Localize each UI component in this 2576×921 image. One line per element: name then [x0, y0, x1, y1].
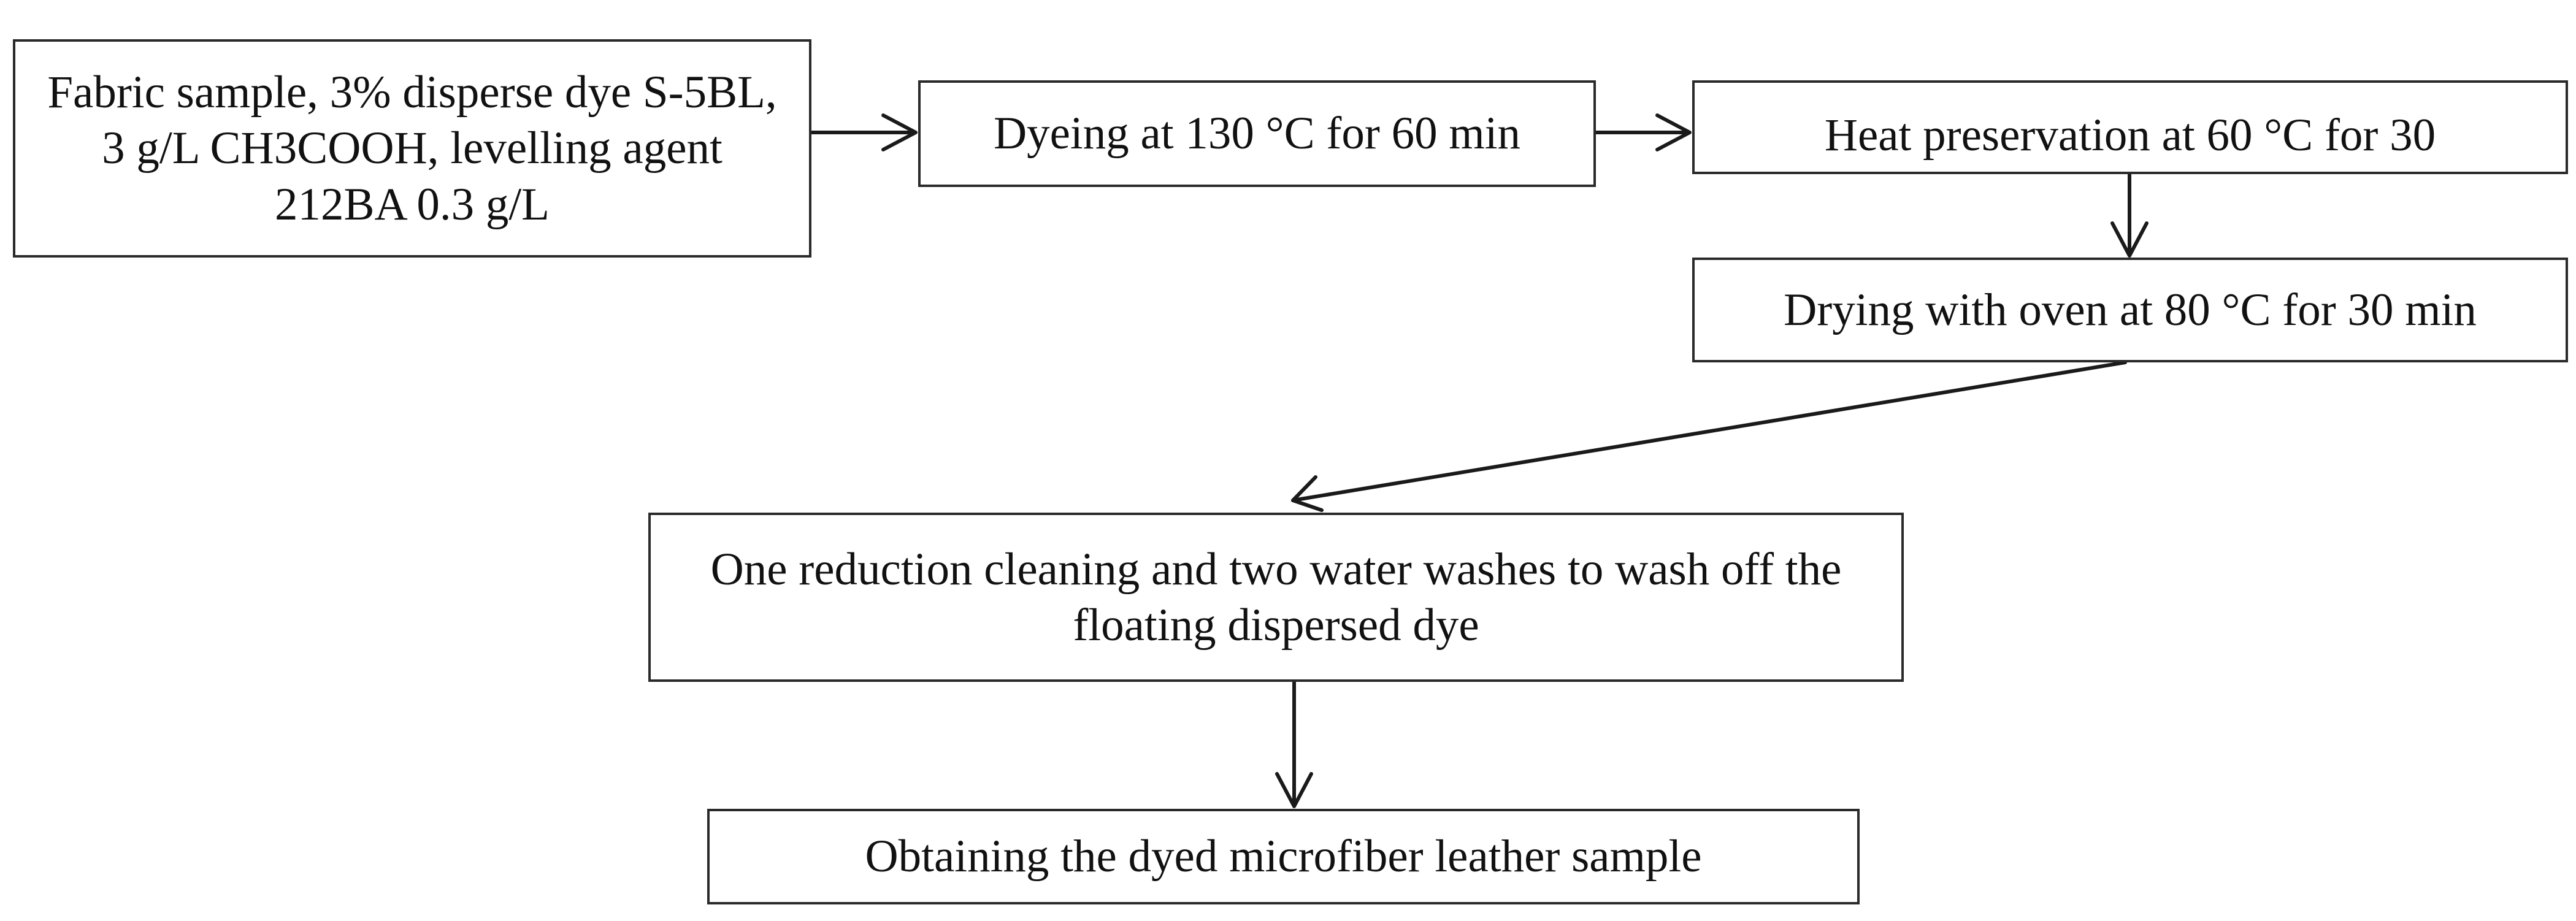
arrowhead-heat-to-drying	[2110, 221, 2149, 258]
arrowhead-drying-to-cleaning	[1291, 475, 1324, 512]
dyeing-step-label: Dyeing at 130 °C for 60 min	[993, 108, 1521, 159]
reduction-cleaning-step-label: One reduction cleaning and two water was…	[710, 543, 1842, 651]
arrow-drying-to-cleaning	[1291, 361, 2127, 502]
arrowhead-cleaning-to-obtain	[1275, 772, 1313, 808]
final-sample-label: Obtaining the dyed microfiber leather sa…	[865, 831, 1702, 882]
heat-preservation-step-box: Heat preservation at 60 °C for 30	[1692, 80, 2568, 174]
dyeing-step-box: Dyeing at 130 °C for 60 min	[918, 80, 1596, 187]
arrowhead-input-to-dyeing	[881, 113, 918, 151]
input-materials-label: Fabric sample, 3% disperse dye S-5BL, 3 …	[47, 66, 777, 230]
heat-preservation-step-label: Heat preservation at 60 °C for 30	[1824, 110, 2436, 161]
drying-step-box: Drying with oven at 80 °C for 30 min	[1692, 258, 2568, 362]
drying-step-label: Drying with oven at 80 °C for 30 min	[1784, 284, 2477, 335]
reduction-cleaning-step-box: One reduction cleaning and two water was…	[648, 513, 1904, 682]
final-sample-box: Obtaining the dyed microfiber leather sa…	[707, 809, 1860, 904]
arrowhead-dyeing-to-heat	[1655, 113, 1692, 151]
input-materials-box: Fabric sample, 3% disperse dye S-5BL, 3 …	[13, 39, 811, 258]
